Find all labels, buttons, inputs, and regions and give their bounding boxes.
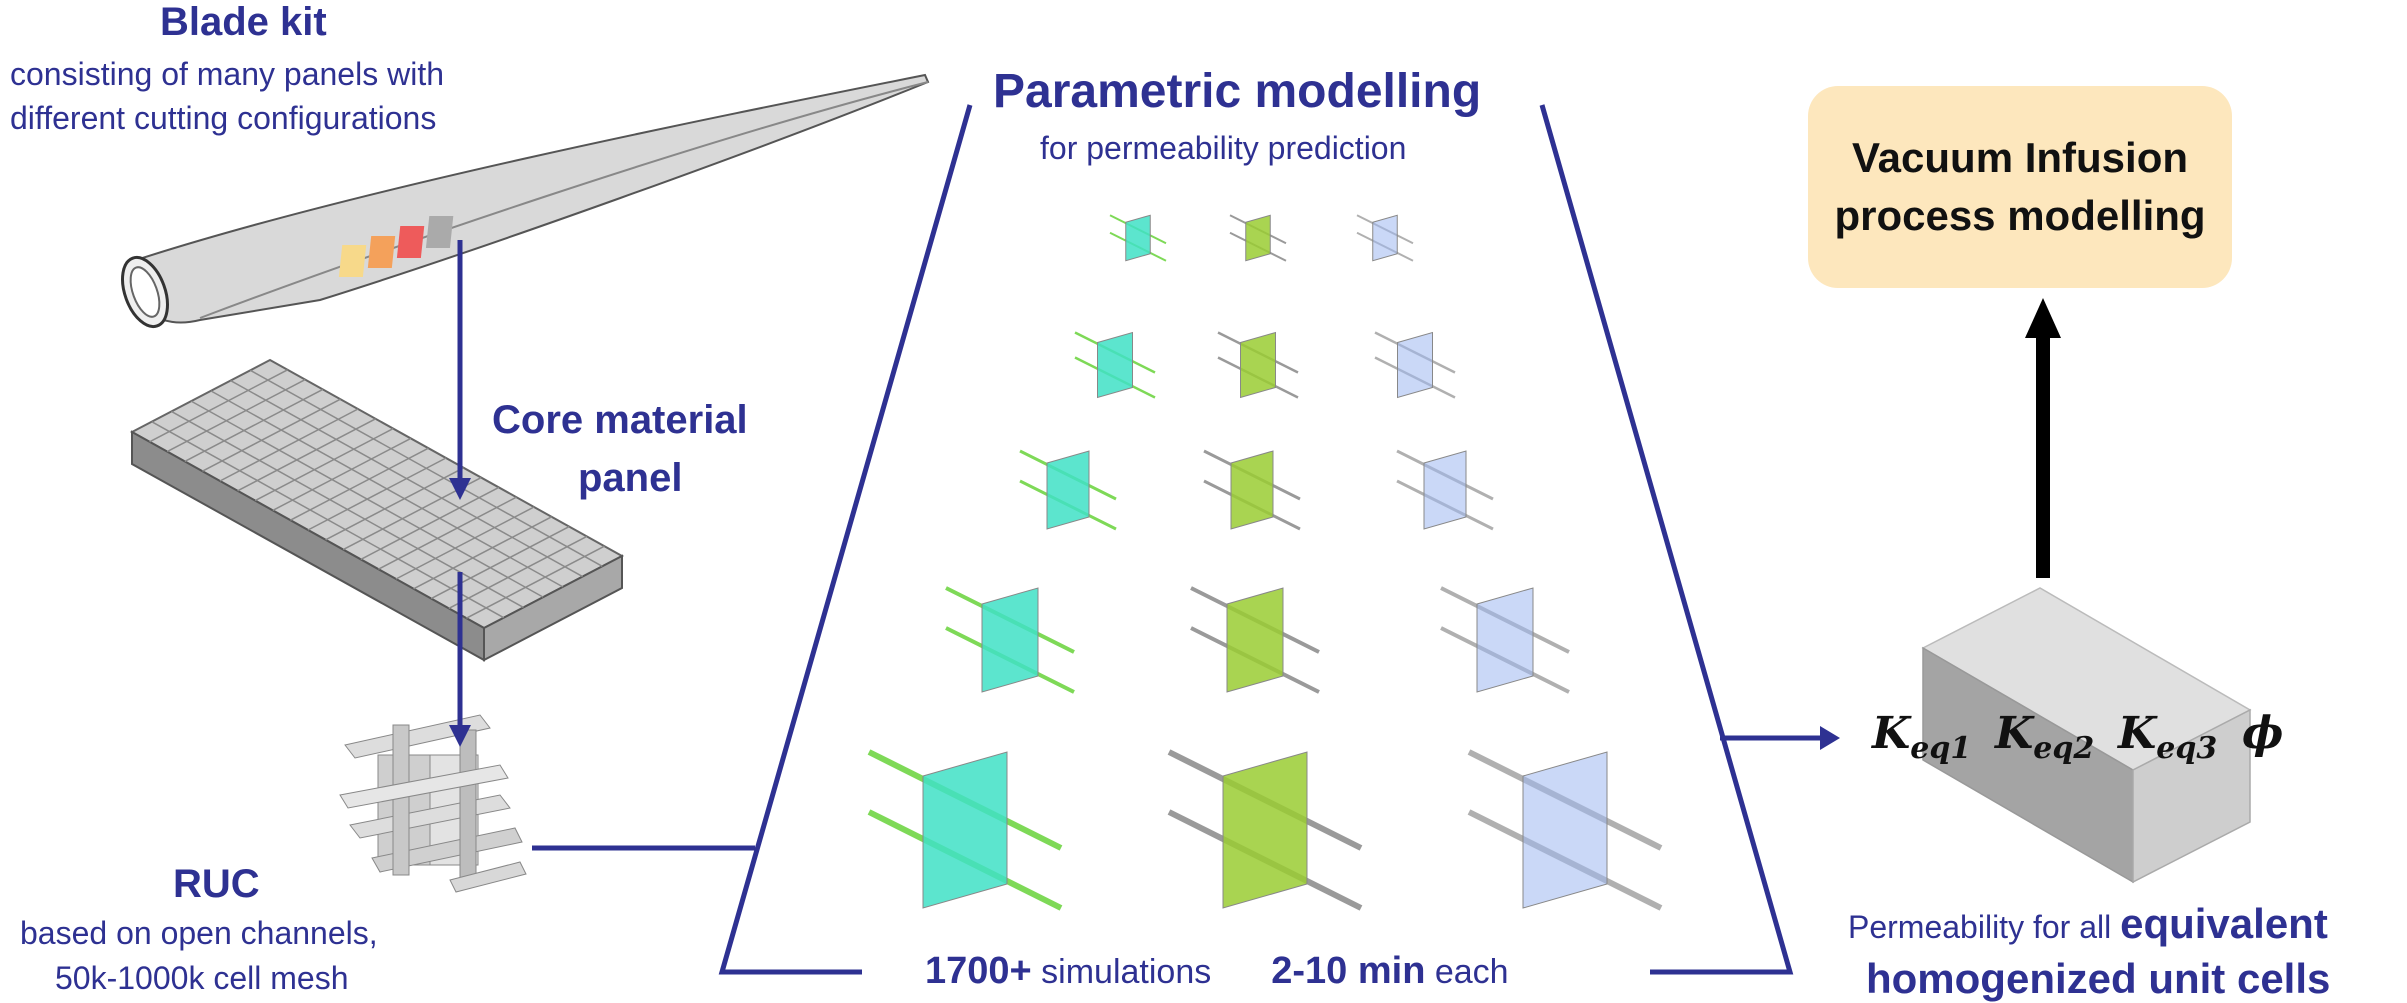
core-material-title-line1: Core material	[492, 398, 748, 442]
simulation-thumbnail	[1440, 586, 1570, 694]
flow-arrows-right	[1720, 298, 2061, 750]
simulation-thumbnail	[867, 749, 1063, 911]
ruc-subtitle-line1: based on open channels,	[20, 915, 378, 951]
k-eq2-subscript: eq2	[2033, 730, 2095, 766]
blade-panel-yellow	[338, 245, 367, 277]
simulation-thumbnail	[1019, 449, 1117, 531]
parametric-modelling-title: Parametric modelling	[993, 65, 1482, 118]
simulation-thumbnail	[1217, 331, 1299, 399]
simulation-thumbnail	[1190, 586, 1320, 694]
simulation-thumbnail	[1374, 331, 1456, 399]
blade-kit-subtitle-line1: consisting of many panels with	[10, 56, 444, 92]
blade-illustration	[121, 73, 930, 329]
k-eq2-symbol: Keq2	[1995, 708, 2094, 766]
vacuum-infusion-line1: Vacuum Infusion	[1851, 134, 2189, 181]
ruc-subtitle-line2: 50k-1000k cell mesh	[55, 960, 349, 996]
simulation-thumbnail	[1203, 449, 1301, 531]
core-material-title-line2: panel	[578, 456, 683, 500]
simulation-thumbnails	[867, 214, 1663, 911]
blade-panel-orange	[367, 236, 396, 268]
flow-arrows-left	[449, 240, 755, 851]
permeability-caption-line2: homogenized unit cells	[1866, 955, 2331, 1002]
simulation-thumbnail	[1467, 749, 1663, 911]
k-eq2-letter: K	[1995, 708, 2034, 759]
permeability-prefix: Permeability for all	[1848, 909, 2121, 945]
k-eq1-subscript: eq1	[1910, 730, 1972, 766]
simulation-count-label: simulations	[1031, 953, 1212, 991]
simulation-thumbnail	[1167, 749, 1363, 911]
simulation-thumbnail	[1109, 214, 1167, 262]
simulation-thumbnail	[1396, 449, 1494, 531]
vacuum-infusion-label: Vacuum Infusion process modelling	[1834, 129, 2205, 245]
blade-kit-subtitle-line2: different cutting configurations	[10, 100, 437, 136]
permeability-caption-line1: Permeability for all equivalent	[1848, 900, 2328, 948]
core-panel-illustration	[129, 358, 625, 662]
simulation-thumbnail	[1229, 214, 1287, 262]
parametric-trapezoid	[718, 104, 1794, 975]
simulation-thumbnail	[1074, 331, 1156, 399]
k-eq3-subscript: eq3	[2156, 730, 2218, 766]
k-eq3-letter: K	[2118, 708, 2157, 759]
blade-panel-grey	[425, 216, 454, 248]
ruc-title: RUC	[173, 862, 260, 906]
ruc-illustration	[339, 714, 527, 893]
simulation-thumbnail	[945, 586, 1075, 694]
blade-kit-title: Blade kit	[160, 0, 327, 44]
simulation-time: 2-10 min	[1271, 950, 1426, 992]
k-eq1-symbol: Keq1	[1872, 708, 1971, 766]
vacuum-infusion-box: Vacuum Infusion process modelling	[1808, 86, 2232, 288]
simulation-stats: 1700+ simulations 2-10 min each	[925, 950, 1509, 993]
homogenized-box	[1921, 587, 2252, 884]
simulation-time-label: each	[1425, 953, 1509, 991]
vacuum-infusion-line2: process modelling	[1834, 192, 2206, 239]
permeability-bold: equivalent	[2120, 900, 2328, 947]
simulation-count: 1700+	[925, 950, 1032, 992]
phi-symbol: ϕ	[2242, 708, 2284, 759]
k-eq1-letter: K	[1872, 708, 1911, 759]
parametric-modelling-subtitle: for permeability prediction	[1040, 130, 1407, 166]
blade-panel-red	[396, 226, 425, 258]
simulation-thumbnail	[1356, 214, 1414, 262]
k-eq3-symbol: Keq3	[2118, 708, 2217, 766]
